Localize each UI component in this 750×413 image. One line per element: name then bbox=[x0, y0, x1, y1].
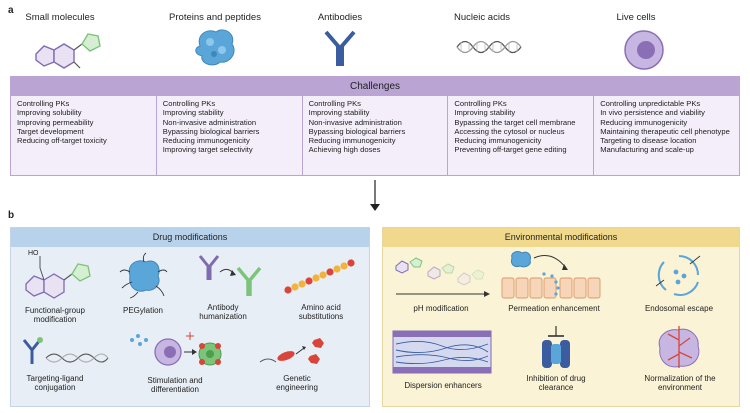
challenge-item: Non-invasive administration bbox=[308, 117, 402, 127]
label-targeting-ligand: Targeting-ligand conjugation bbox=[26, 374, 84, 392]
challenge-item: Controlling PKs bbox=[454, 99, 507, 108]
dispersion-enhancers-icon bbox=[392, 330, 492, 374]
stimulation-differentiation-icon bbox=[130, 332, 222, 366]
genetic-engineering-icon bbox=[259, 338, 324, 364]
targeting-ligand-icon bbox=[22, 337, 109, 364]
challenge-item: Target development bbox=[17, 126, 84, 136]
label-pegylation: PEGylation bbox=[122, 306, 164, 315]
antibody-humanization-icon bbox=[198, 255, 262, 296]
challenges-col-live-cells: Controlling unpredictable PKs In vivo pe… bbox=[594, 96, 739, 176]
challenge-item: Bypassing biological barriers bbox=[162, 126, 260, 136]
challenges-col-small-molecules: Controlling PKs Improving solubility Imp… bbox=[11, 96, 157, 176]
challenge-item: Improving target selectivity bbox=[162, 145, 253, 155]
challenge-item: Reducing off-target toxicity bbox=[17, 136, 107, 146]
environmental-modifications-panel: Environmental modifications bbox=[382, 227, 740, 407]
permeation-enhancement-icon bbox=[501, 251, 601, 299]
challenge-item: Accessing the cytosol or nucleus bbox=[454, 126, 565, 136]
label-normalization-environment: Normalization of the environment bbox=[644, 374, 716, 392]
label-antibody-humanization: Antibody humanization bbox=[199, 303, 247, 321]
challenge-item: Controlling PKs bbox=[17, 99, 70, 108]
environmental-modifications-header: Environmental modifications bbox=[383, 228, 739, 247]
challenge-item: Controlling PKs bbox=[308, 99, 361, 108]
category-title-antibodies: Antibodies bbox=[317, 12, 363, 23]
drug-modifications-panel: Drug modifications bbox=[10, 227, 370, 407]
environment-normalization-icon bbox=[658, 326, 700, 368]
label-ph-modification: pH modification bbox=[413, 304, 469, 313]
challenge-item: In vivo persistence and viability bbox=[600, 108, 705, 118]
challenge-item: Reducing immunogenicity bbox=[454, 136, 542, 146]
challenges-header: Challenges bbox=[11, 77, 739, 96]
category-title-live-cells: Live cells bbox=[616, 12, 656, 23]
label-functional-group: Functional-group modification bbox=[24, 306, 86, 324]
amino-acid-chain-icon bbox=[284, 259, 355, 294]
challenge-item: Controlling unpredictable PKs bbox=[600, 99, 701, 108]
challenge-item: Manufacturing and scale-up bbox=[600, 145, 694, 155]
label-permeation-enhancement: Permeation enhancement bbox=[508, 304, 600, 313]
challenge-item: Bypassing biological barriers bbox=[308, 126, 406, 136]
label-dispersion-enhancers: Dispersion enhancers bbox=[404, 381, 482, 390]
pegylation-icon bbox=[119, 252, 168, 299]
challenge-item: Targeting to disease location bbox=[600, 136, 697, 146]
drug-modifications-header: Drug modifications bbox=[11, 228, 369, 247]
challenge-item: Non-invasive administration bbox=[162, 117, 257, 127]
challenge-item: Improving stability bbox=[162, 108, 224, 118]
ho-label: HO bbox=[28, 250, 39, 257]
functional-group-molecule-icon bbox=[25, 256, 91, 299]
challenge-item: Improving permeability bbox=[17, 117, 94, 127]
ph-modification-icon bbox=[395, 257, 490, 297]
challenges-col-nucleic-acids: Controlling PKs Improving stability Bypa… bbox=[448, 96, 595, 176]
challenge-item: Reducing immunogenicity bbox=[308, 136, 396, 146]
challenge-item: Preventing off-target gene editing bbox=[454, 145, 567, 155]
challenge-item: Reducing immunogenicity bbox=[162, 136, 250, 146]
panel-a-label: a bbox=[8, 5, 14, 16]
challenge-item: Controlling PKs bbox=[162, 99, 216, 108]
label-stimulation-differentiation: Stimulation and differentiation bbox=[147, 376, 203, 394]
challenge-item: Achieving high doses bbox=[308, 145, 381, 155]
antibody-icon bbox=[324, 30, 356, 66]
label-inhibition-drug-clearance: Inhibition of drug clearance bbox=[526, 374, 586, 392]
challenges-col-proteins: Controlling PKs Improving stability Non-… bbox=[157, 96, 303, 176]
endosomal-escape-icon bbox=[655, 255, 701, 296]
down-arrow-icon bbox=[370, 180, 380, 211]
challenge-item: Improving stability bbox=[454, 108, 516, 118]
challenges-table: Challenges Controlling PKs Improving sol… bbox=[10, 76, 740, 176]
challenge-item: Improving solubility bbox=[17, 108, 82, 118]
category-title-proteins: Proteins and peptides bbox=[169, 12, 261, 23]
category-title-small-molecules: Small molecules bbox=[25, 12, 95, 23]
protein-icon bbox=[195, 29, 235, 66]
challenges-col-antibodies: Controlling PKs Improving stability Non-… bbox=[303, 96, 449, 176]
panel-b-label: b bbox=[8, 210, 15, 221]
challenge-item: Maintaining therapeutic cell phenotype bbox=[600, 126, 730, 136]
challenge-item: Bypassing the target cell membrane bbox=[454, 117, 576, 127]
label-amino-acid-substitutions: Amino acid substitutions bbox=[298, 303, 344, 321]
challenge-item: Improving stability bbox=[308, 108, 370, 118]
cell-icon bbox=[624, 30, 664, 70]
label-genetic-engineering: Genetic engineering bbox=[276, 374, 318, 392]
small-molecule-icon bbox=[35, 33, 101, 69]
label-endosomal-escape: Endosomal escape bbox=[644, 304, 714, 313]
category-title-nucleic-acids: Nucleic acids bbox=[454, 12, 510, 23]
dna-icon bbox=[456, 40, 522, 54]
drug-clearance-inhibition-icon bbox=[542, 326, 570, 368]
challenge-item: Reducing immunogenicity bbox=[600, 117, 688, 127]
